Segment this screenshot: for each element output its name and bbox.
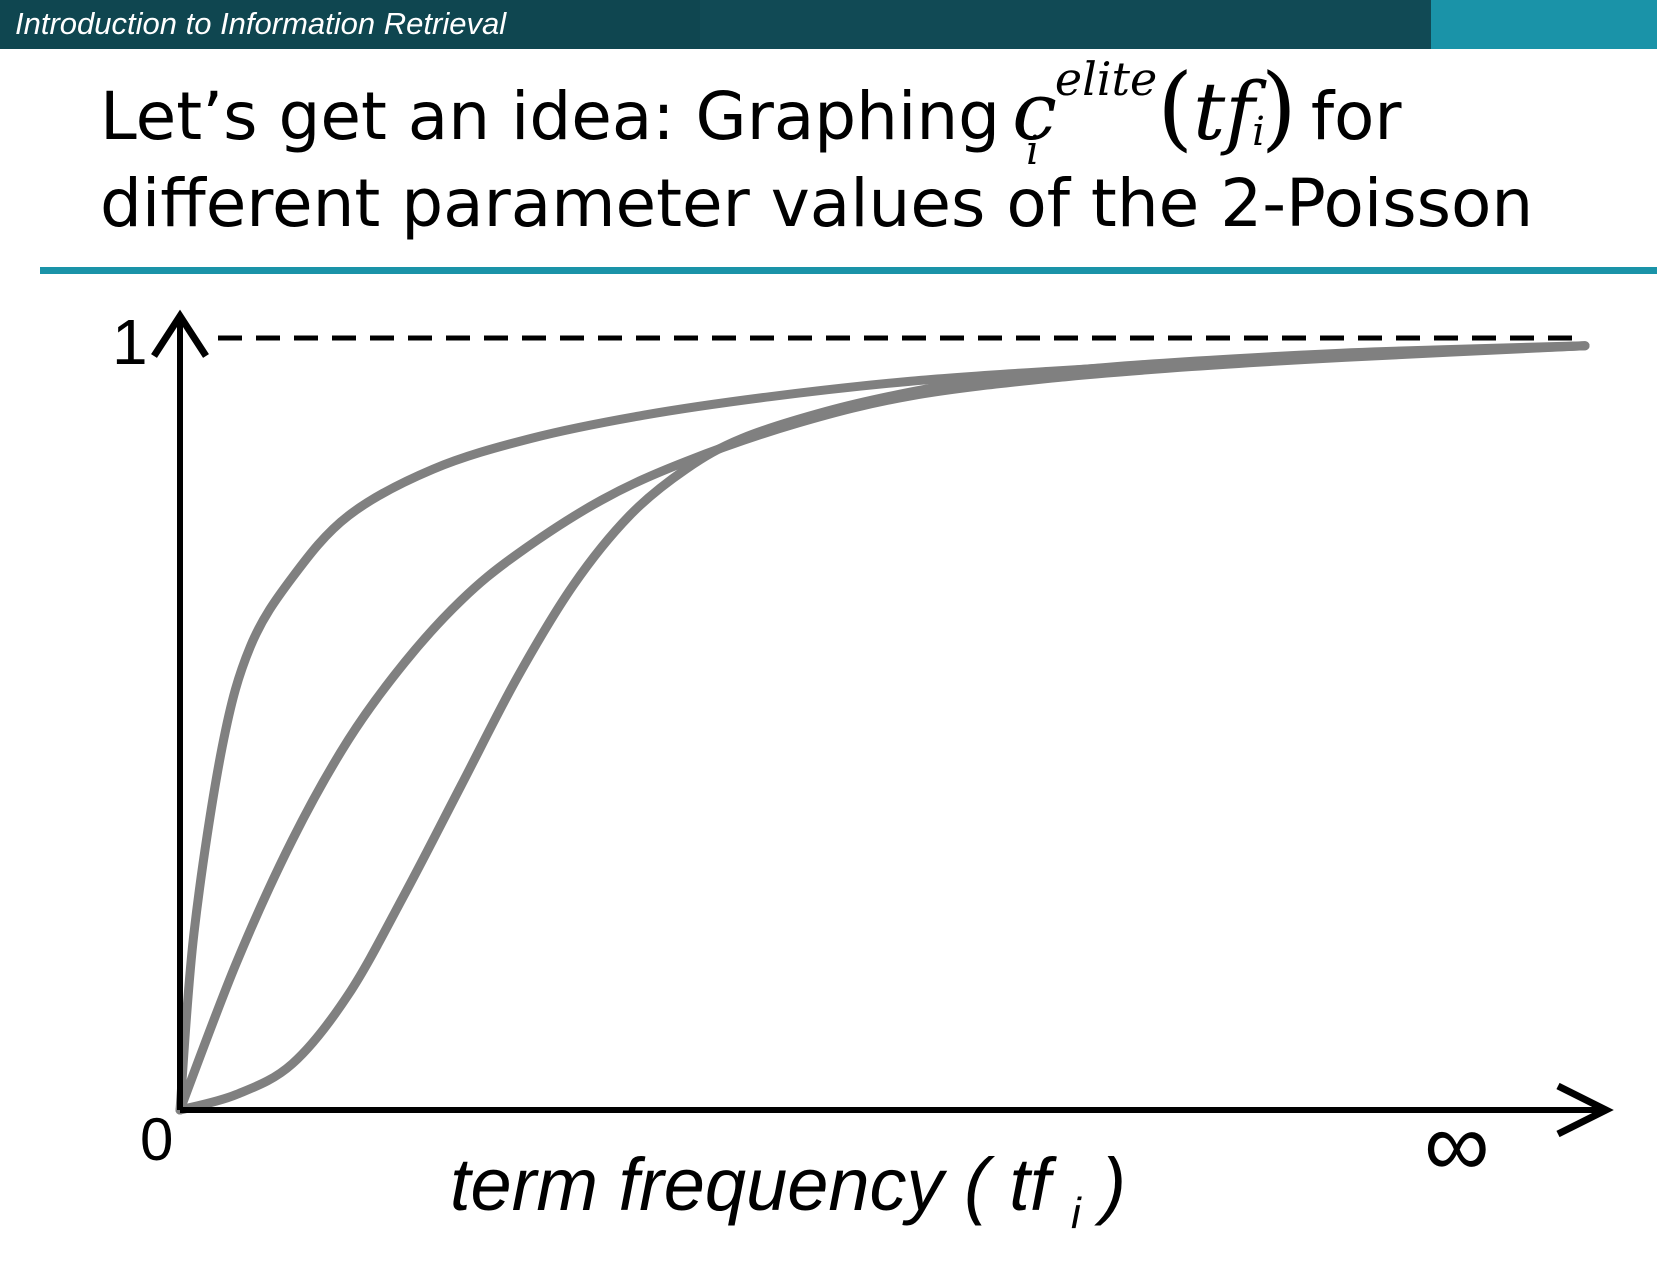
formula-argument-subscript: i: [1252, 109, 1265, 155]
header-accent-block: [1431, 0, 1657, 49]
x-tick-label-0: 0: [140, 1106, 173, 1173]
x-axis-arrowhead: [1556, 1082, 1614, 1138]
x-axis-label-subscript: i: [1071, 1189, 1082, 1238]
formula-subscript: i: [1026, 128, 1039, 174]
series-curve-1: [175, 341, 1590, 1115]
title-line-2: different parameter values of the 2-Pois…: [100, 165, 1534, 242]
header-bar: Introduction to Information Retrieval: [0, 0, 1657, 49]
formula-superscript: elite: [1054, 52, 1158, 106]
x-axis-label: term frequency ( tf i ): [450, 1143, 1126, 1238]
title-divider: [40, 267, 1657, 274]
formula-close-paren: ): [1260, 54, 1297, 161]
formula-open-paren: (: [1157, 54, 1194, 161]
y-tick-label-1: 1: [112, 306, 148, 378]
term-frequency-chart: 1 0 ∞ term frequency ( tf i ): [112, 306, 1614, 1238]
formula-argument-text: tf: [1193, 65, 1255, 158]
series-curve-2: [175, 341, 1590, 1115]
formula-symbol: c: [1012, 65, 1057, 158]
title-prefix: Let’s get an idea: Graphing: [100, 78, 1001, 155]
series-curve-3: [175, 341, 1590, 1115]
x-axis-label-text: term frequency ( tf: [450, 1143, 1071, 1226]
title-suffix: for: [1310, 78, 1402, 155]
course-title: Introduction to Information Retrieval: [15, 6, 507, 41]
y-axis-arrowhead: [151, 309, 209, 358]
x-axis-label-close-paren: ): [1081, 1143, 1126, 1226]
x-tick-label-infinity: ∞: [1424, 1094, 1490, 1196]
header-bar-left-panel: [0, 0, 700, 49]
